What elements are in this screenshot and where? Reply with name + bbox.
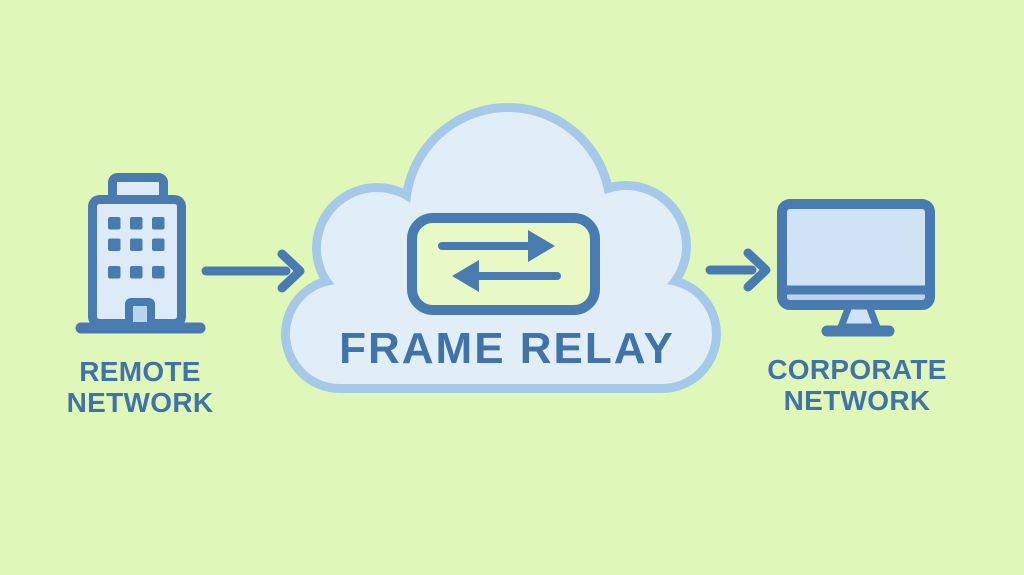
arrow-right-glyph [438,230,555,262]
corporate-network-label-line2: NETWORK [783,385,931,416]
arrow-cloud-to-corporate-icon [705,248,771,292]
bidirectional-arrows-icon [407,213,600,315]
building-door [125,298,155,330]
remote-network-label-line1: REMOTE [79,356,201,387]
building-windows [108,217,165,279]
frame-relay-label: FRAME RELAY [339,324,675,373]
node-frame-relay-cloud: FRAME RELAY [278,96,726,396]
corporate-network-label: CORPORATE NETWORK [752,354,962,416]
node-remote-network: REMOTE NETWORK [67,160,213,418]
cloud-icon [281,103,721,393]
remote-network-label: REMOTE NETWORK [35,356,245,418]
arrow-left-glyph [452,260,561,292]
node-corporate-network: CORPORATE NETWORK [765,190,950,416]
remote-network-label-line2: NETWORK [66,387,214,418]
office-building-icon [75,173,206,334]
arrow-remote-to-cloud-icon [201,249,305,293]
desktop-computer-icon [777,199,935,337]
corporate-network-label-line1: CORPORATE [767,354,947,385]
monitor-stand [837,302,881,331]
